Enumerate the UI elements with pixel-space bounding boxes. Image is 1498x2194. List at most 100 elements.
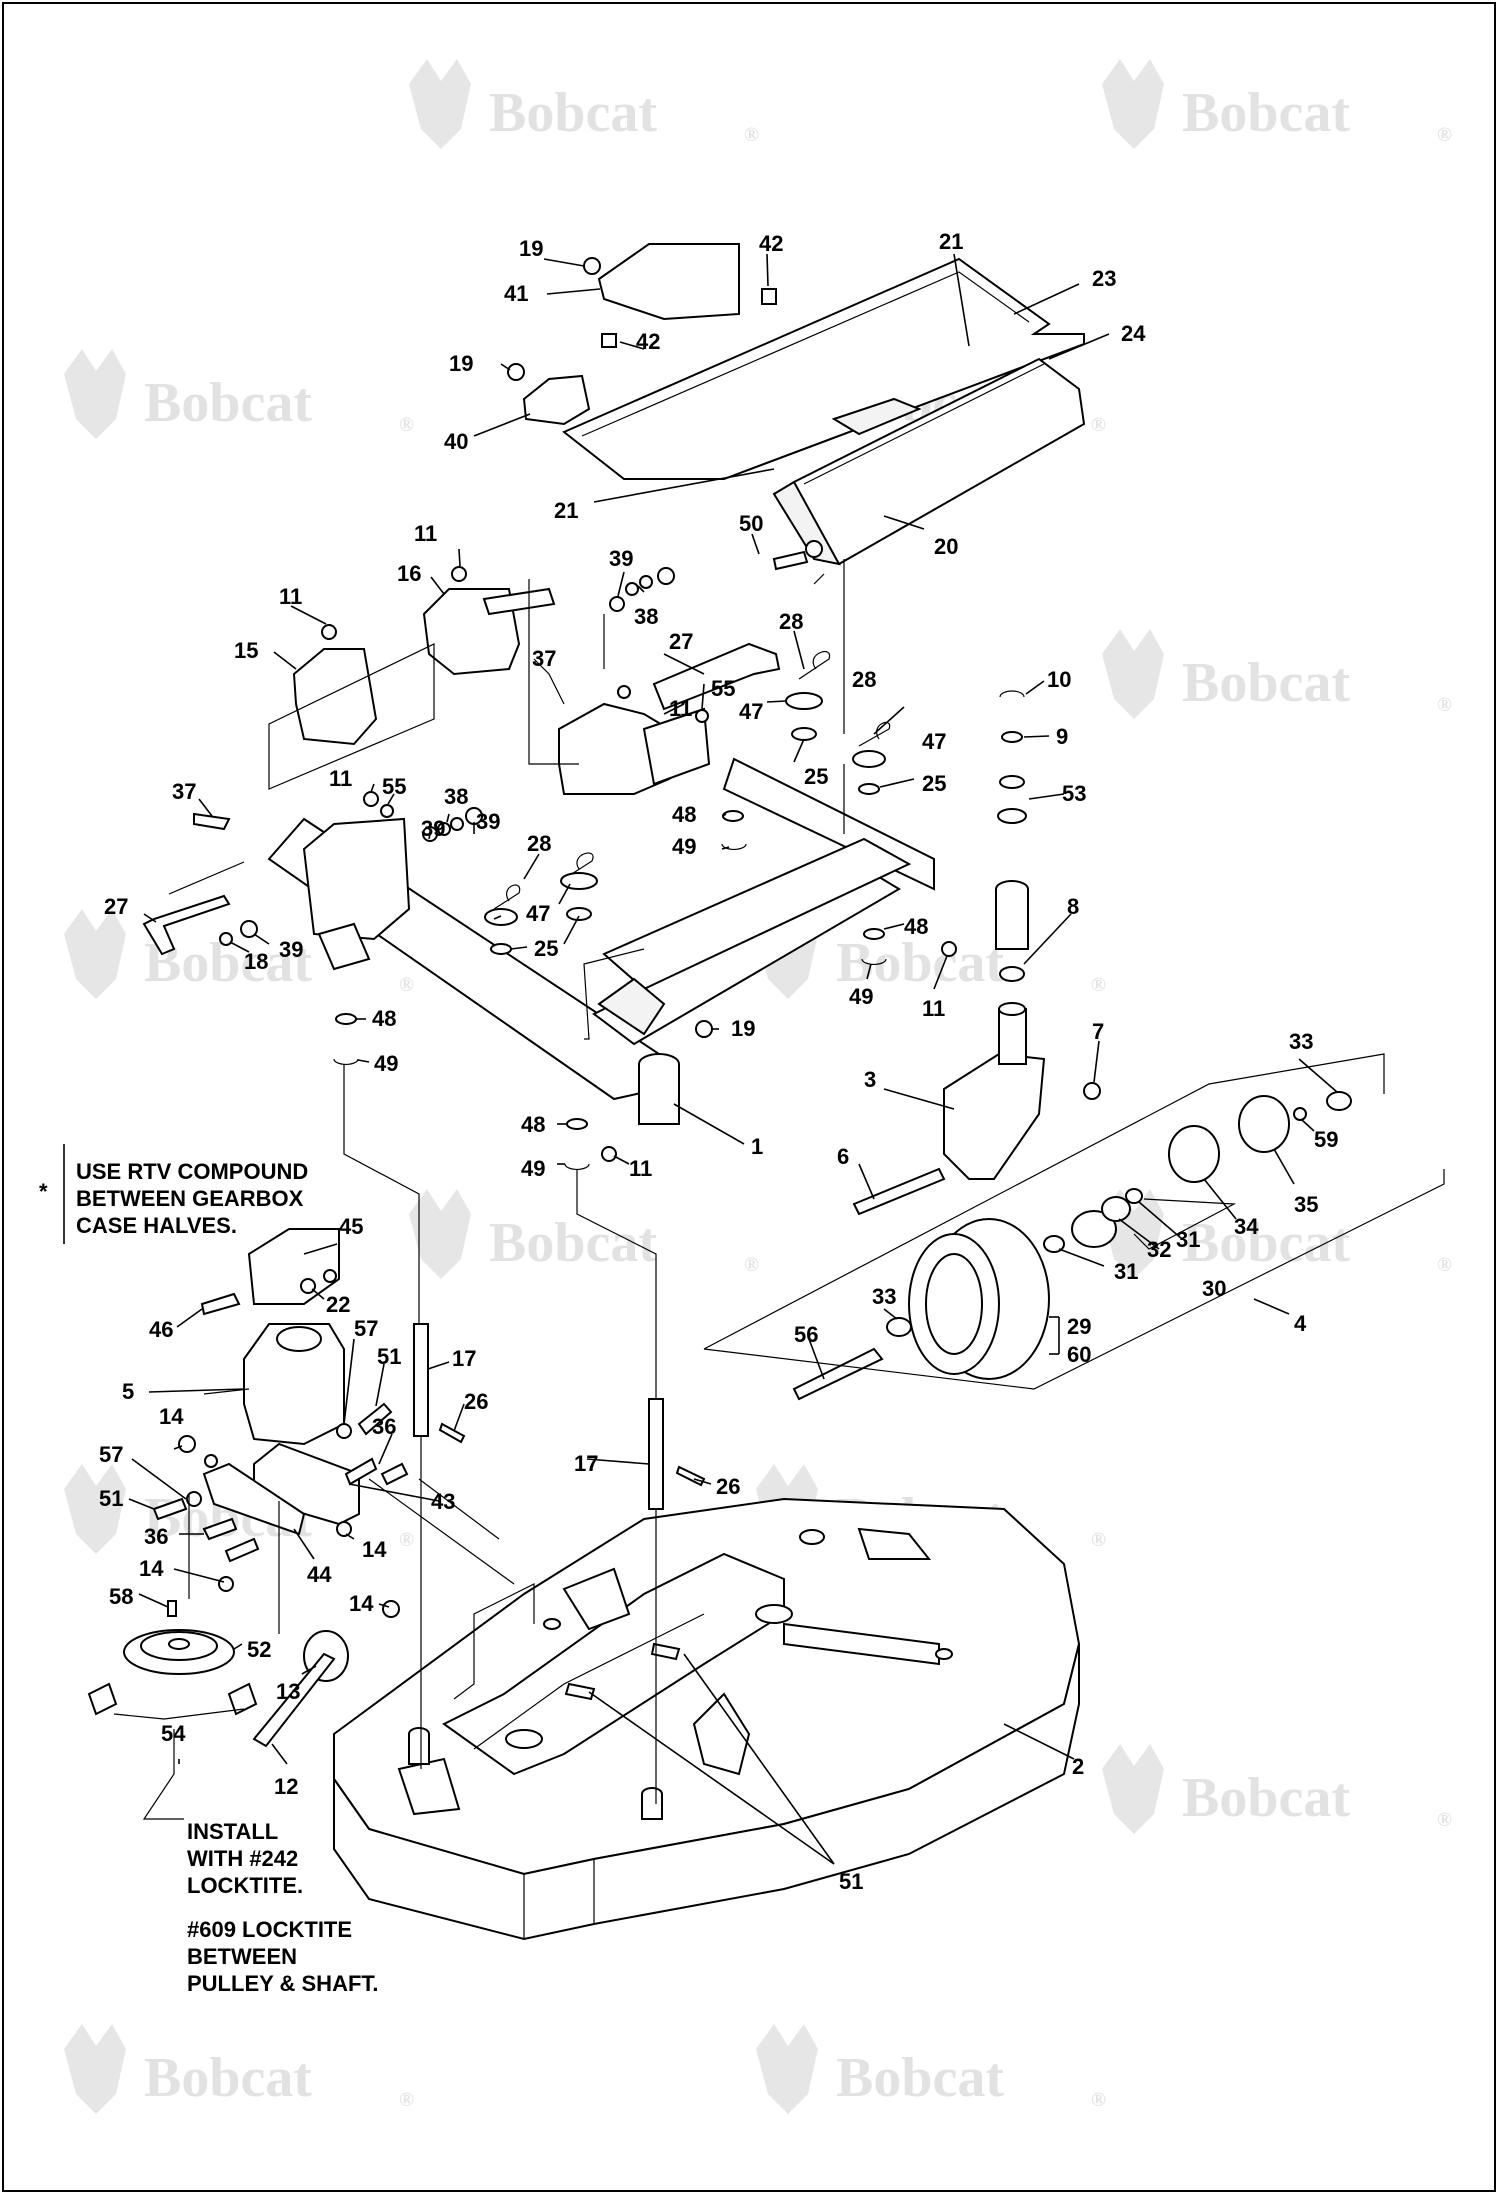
roller-25-d (490, 943, 512, 955)
svg-text:®: ® (1437, 1809, 1452, 1831)
nut-19-top (583, 257, 601, 275)
washer-48-c (335, 1013, 357, 1025)
frame-bracket-left (302, 817, 411, 941)
callout-47: 47 (526, 901, 550, 926)
bolt-12 (252, 1652, 336, 1748)
nut-19-mid (507, 363, 525, 381)
callout-37: 37 (532, 646, 556, 671)
watermark-text: Bobcat (489, 82, 657, 144)
callout-1: 1 (751, 1134, 763, 1159)
callout-47: 47 (739, 699, 763, 724)
hitch-assembly (268, 566, 781, 795)
svg-text:®: ® (1437, 1254, 1452, 1276)
frame-cross-beam (602, 837, 912, 991)
note-asterisk: * (39, 1179, 48, 1204)
callout-26: 26 (716, 1474, 740, 1499)
callout-23: 23 (1092, 266, 1116, 291)
spacer-38-d (450, 817, 464, 831)
callout-25: 25 (804, 764, 828, 789)
callout-44: 44 (307, 1562, 332, 1587)
watermark-text: Bobcat (144, 2047, 312, 2109)
hinge-bracket-41 (597, 243, 740, 321)
callout-11: 11 (669, 696, 692, 721)
clip-49-c (333, 1058, 359, 1066)
svg-text:®: ® (399, 2089, 414, 2111)
bolt-36-d (224, 1537, 260, 1563)
washer-57-b (186, 1491, 202, 1507)
bobcat-watermark: Bobcat ® (1102, 59, 1452, 149)
callout-37: 37 (172, 779, 196, 804)
callout-42: 42 (759, 231, 783, 256)
bobcat-watermark: Bobcat ® (64, 349, 414, 439)
bolt-51-deck-a (650, 1642, 681, 1661)
nut-14-c (336, 1521, 352, 1537)
nut-19-frame (695, 1020, 713, 1038)
callout-17: 17 (452, 1346, 476, 1371)
washer-33-top (1326, 1091, 1352, 1111)
callout-43: 43 (431, 1489, 455, 1514)
callout-18: 18 (244, 949, 268, 974)
callout-7: 7 (1092, 1019, 1104, 1044)
callout-57: 57 (354, 1316, 378, 1341)
callout-26: 26 (464, 1389, 488, 1414)
mower-deck-2 (333, 1497, 1081, 1941)
svg-text:®: ® (399, 974, 414, 996)
axle-bolt-6 (852, 1167, 946, 1216)
bearing-31-a (1043, 1235, 1065, 1253)
callout-9: 9 (1056, 724, 1068, 749)
washer-39-b (657, 567, 675, 585)
note-install-line-1: INSTALL (187, 1819, 278, 1844)
callout-49: 49 (374, 1051, 398, 1076)
anti-scalp-bracket (692, 1692, 751, 1776)
snap-ring-10 (999, 690, 1025, 698)
bolt-36-a (344, 1457, 378, 1486)
pivot-bracket-15 (292, 648, 378, 746)
callout-39: 39 (476, 809, 500, 834)
spring-pin-28-a (798, 650, 831, 680)
nut-14-e (382, 1600, 400, 1618)
callout-42: 42 (636, 329, 660, 354)
grease-fitting-11-c (617, 685, 631, 699)
bobcat-logo-icon (409, 59, 471, 149)
callout-33: 33 (1289, 1029, 1313, 1054)
callout-48: 48 (672, 802, 696, 827)
bolt-51-deck-b (564, 1682, 596, 1701)
callout-59: 59 (1314, 1127, 1338, 1152)
callout-28: 28 (779, 609, 803, 634)
bobcat-logo-icon (409, 1189, 471, 1279)
callout-3: 3 (864, 1067, 876, 1092)
exploded-parts-diagram: Bobcat ® Bobcat ® Bobcat ® Bobcat ® Bobc… (39, 59, 1452, 2114)
grease-fitting-11-f (941, 941, 957, 957)
washer-22-b (323, 1269, 337, 1283)
spring-pin-28-c (563, 852, 594, 880)
grease-fitting-11-e (601, 1146, 617, 1162)
hitch-tube (642, 707, 711, 786)
callout-27: 27 (104, 894, 128, 919)
callout-48: 48 (372, 1006, 396, 1031)
callout-12: 12 (274, 1774, 298, 1799)
deck-pivot-rear (799, 1529, 825, 1545)
cap-55-left (380, 804, 394, 818)
bobcat-logo-icon (1102, 1744, 1164, 1834)
callout-16: 16 (397, 561, 421, 586)
callout-4: 4 (1294, 1311, 1307, 1336)
callout-51: 51 (377, 1344, 401, 1369)
callout-49: 49 (849, 984, 873, 1009)
roller-47-b (852, 750, 886, 768)
height-pins (343, 1064, 706, 1804)
bracket-37-upper (533, 658, 565, 705)
watermark-text: Bobcat (489, 1212, 657, 1274)
spring-pin-28-b (858, 721, 891, 747)
callout-5: 5 (122, 1379, 134, 1404)
deck-skirt (333, 1643, 1080, 1941)
nut-14-b (204, 1454, 218, 1468)
svg-text:®: ® (1091, 414, 1106, 436)
note-rtv-line-2: BETWEEN GEARBOX (76, 1186, 304, 1211)
callout-39: 39 (421, 816, 445, 841)
spindle-opening-right (755, 1604, 793, 1624)
callout-19: 19 (449, 351, 473, 376)
washer-50 (805, 540, 823, 558)
washer-48-a (722, 810, 744, 822)
callout-10: 10 (1047, 667, 1071, 692)
roller-25-c (566, 907, 592, 921)
